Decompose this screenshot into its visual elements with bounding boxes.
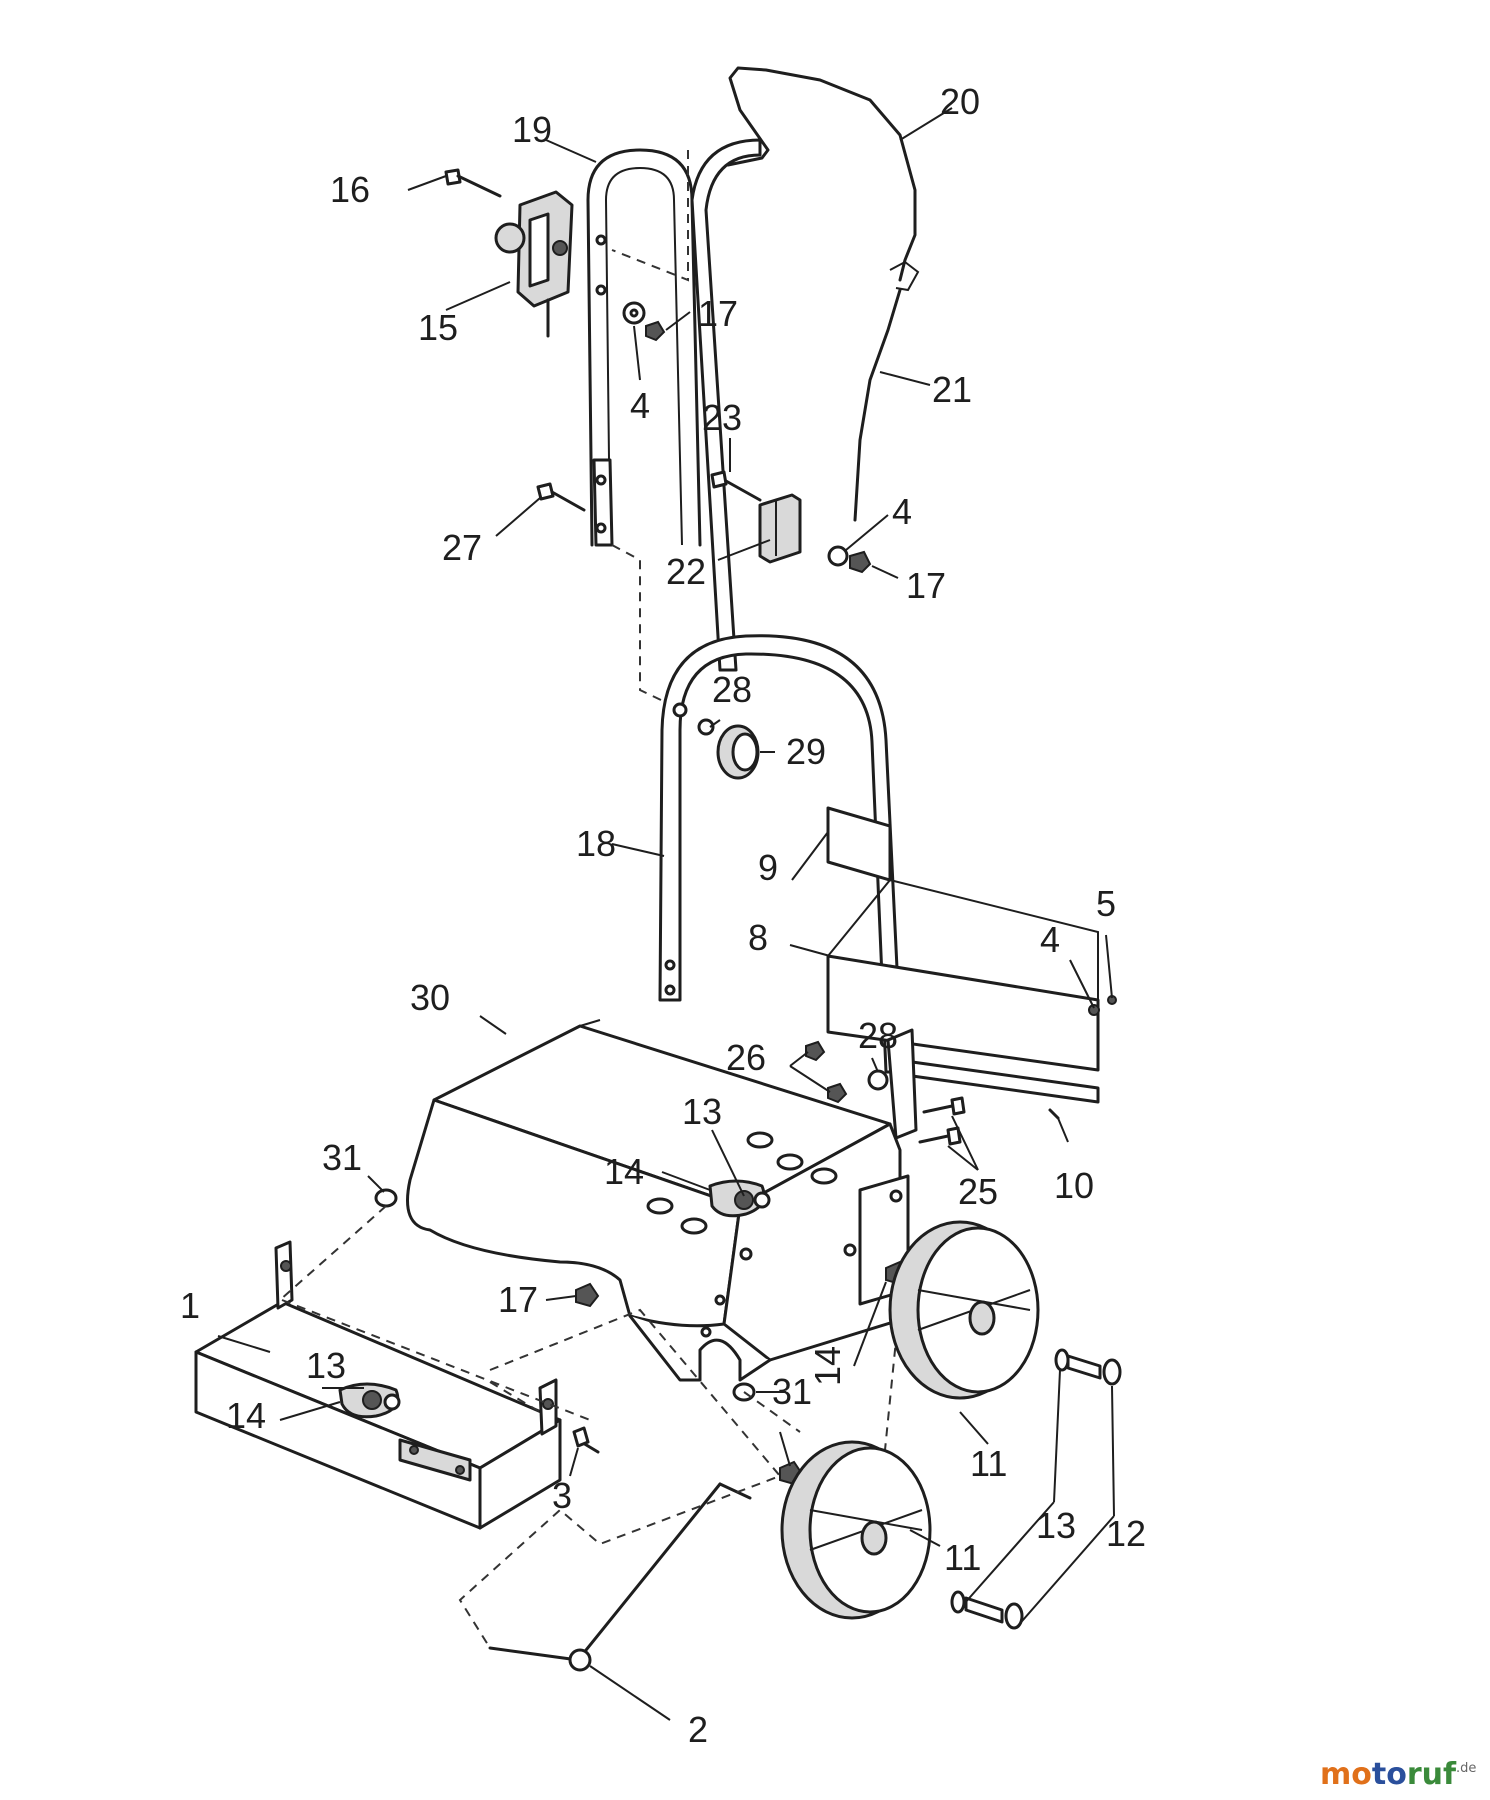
nut-part-26-b (827, 1082, 848, 1104)
nut-part-17-top (645, 320, 666, 342)
washer-part-4-plate (1088, 1004, 1100, 1016)
callout-31-left: 31 (322, 1137, 362, 1178)
callout-31-bottom: 31 (772, 1371, 812, 1412)
nut-part-26-a (805, 1040, 826, 1062)
throttle-control-part-15 (494, 190, 574, 338)
leader-lines (217, 107, 1115, 1721)
watermark-ruf: ruf (1407, 1757, 1457, 1792)
callout-13-housing: 13 (682, 1091, 722, 1132)
guide-line-axle (458, 1308, 782, 1649)
callout-23: 23 (702, 397, 742, 438)
motoruf-watermark-logo: motoruf.de (1320, 1757, 1476, 1792)
cable-guide-bracket-part-22 (758, 493, 802, 564)
washer-part-4-top-inner (629, 308, 639, 318)
callout-21: 21 (932, 369, 972, 410)
lower-handle-bracket (886, 1028, 918, 1140)
callout-20: 20 (940, 81, 980, 122)
callout-labels: 20 19 16 15 17 4 21 23 4 27 22 17 28 29 … (180, 81, 1146, 1750)
callout-11-front: 11 (944, 1537, 981, 1578)
guide-line-handle-top (611, 150, 689, 282)
callout-11-rear: 11 (970, 1443, 1007, 1484)
callout-14-front: 14 (226, 1395, 266, 1436)
wheel-part-11-rear (888, 1220, 1040, 1400)
callout-9: 9 (758, 847, 778, 888)
callout-8: 8 (748, 917, 768, 958)
callout-13-front: 13 (306, 1345, 346, 1386)
screw-part-27 (536, 482, 586, 512)
callout-17-top: 17 (698, 293, 738, 334)
callout-27: 27 (442, 527, 482, 568)
callout-12: 12 (1106, 1513, 1146, 1554)
screws-part-25 (918, 1096, 966, 1146)
washer-part-13-rear (1054, 1348, 1070, 1372)
upper-handle-part-19 (586, 138, 762, 672)
svg-text:motoruf.de: motoruf.de (1320, 1757, 1476, 1792)
nut-part-17-mid (849, 550, 872, 574)
screw-part-10 (1048, 1108, 1060, 1120)
nut-part-17-housing (575, 1282, 600, 1308)
callout-17-housing: 17 (498, 1279, 538, 1320)
callout-13-wheel: 13 (1036, 1505, 1076, 1546)
callout-14-housing: 14 (604, 1151, 644, 1192)
watermark-tld: .de (1456, 1761, 1476, 1776)
callout-15: 15 (418, 307, 458, 348)
knob-part-29 (716, 724, 760, 780)
catch-plate-front (398, 1438, 472, 1482)
shield-plate-part-8 (826, 878, 1100, 1104)
watermark-mo: mo (1320, 1757, 1372, 1792)
wheel-part-11-front (780, 1440, 932, 1620)
cable-part-21 (853, 288, 902, 522)
callout-14-wheel: 14 (807, 1346, 848, 1386)
callout-18: 18 (576, 823, 616, 864)
washer-part-4-mid (827, 545, 849, 567)
callout-2: 2 (688, 1709, 708, 1750)
callout-28-bottom: 28 (858, 1015, 898, 1056)
main-housing-part-30 (406, 1019, 910, 1382)
callout-4-mid: 4 (892, 491, 912, 532)
washer-part-28-bottom (867, 1069, 889, 1091)
callout-29: 29 (786, 731, 826, 772)
callout-3: 3 (552, 1475, 572, 1516)
callout-1: 1 (180, 1285, 200, 1326)
bolt-part-12-rear (1066, 1354, 1122, 1386)
callout-4-top: 4 (630, 385, 650, 426)
callout-16: 16 (330, 169, 370, 210)
bracket-part-14-front (338, 1382, 401, 1419)
callout-22: 22 (666, 551, 706, 592)
bolt-part-12-front (964, 1596, 1024, 1630)
screw-part-16 (444, 168, 502, 198)
guide-line-front-bar (279, 1205, 591, 1421)
callout-25: 25 (958, 1171, 998, 1212)
callout-5: 5 (1096, 883, 1116, 924)
washer-part-28-top (697, 718, 715, 736)
callout-19: 19 (512, 109, 552, 150)
callout-17-mid: 17 (906, 565, 946, 606)
watermark-to: to (1372, 1757, 1407, 1792)
callout-26: 26 (726, 1037, 766, 1078)
callout-10: 10 (1054, 1165, 1094, 1206)
washer-part-31-left (374, 1188, 398, 1208)
control-bail-part-20 (720, 66, 920, 292)
axle-rod-part-2 (488, 1482, 752, 1672)
callout-30: 30 (410, 977, 450, 1018)
screw-part-3 (572, 1426, 600, 1454)
callout-28-top: 28 (712, 669, 752, 710)
guide-line-handle-lower (611, 544, 687, 713)
screw-part-23 (710, 470, 762, 502)
washer-part-13-front (950, 1590, 966, 1614)
callout-4-plate: 4 (1040, 919, 1060, 960)
